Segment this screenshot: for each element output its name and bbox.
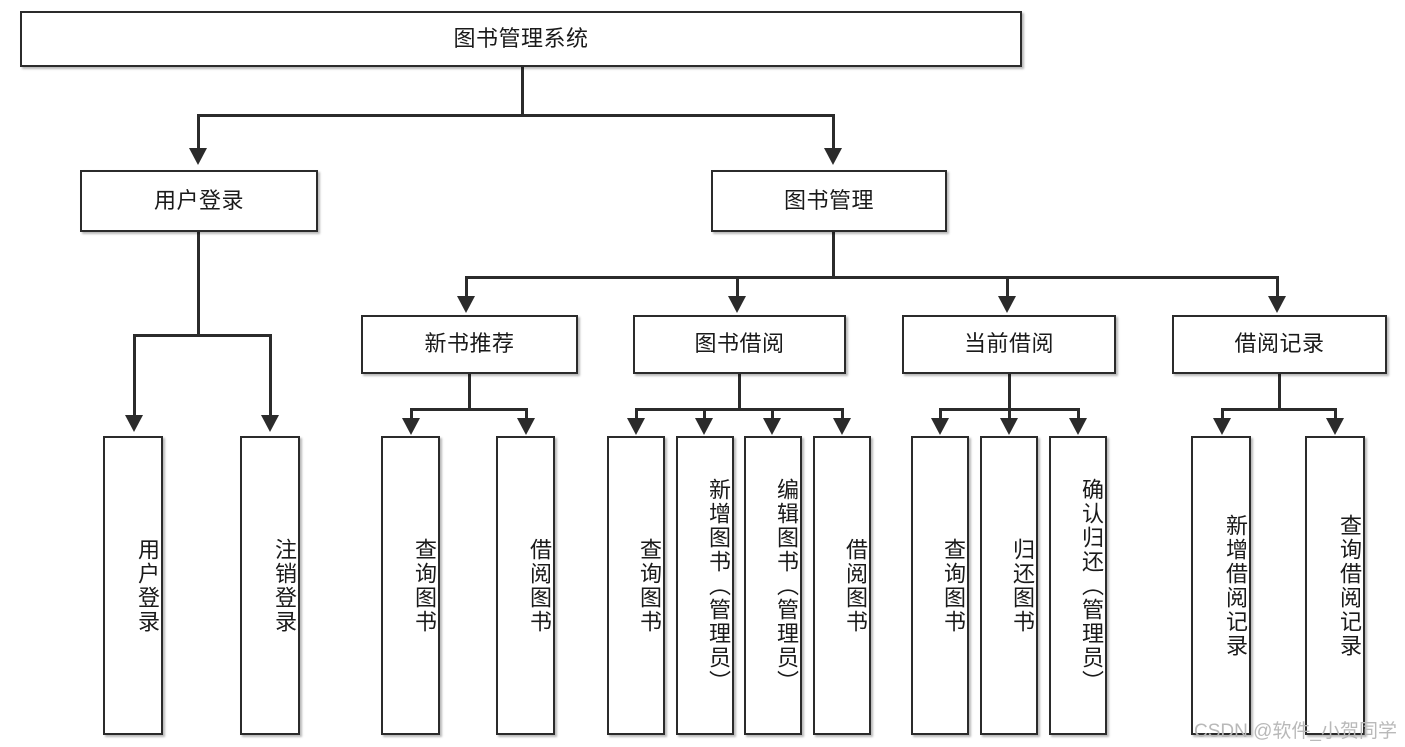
arrowhead-book-manage <box>824 148 842 165</box>
node-leaf-borrow-book-2-label: 借阅图书 <box>843 537 868 634</box>
arrowhead-leaf-user-login <box>125 415 143 432</box>
node-book-borrow[interactable]: 图书借阅 <box>633 315 846 374</box>
arrowhead-leaf-query-book-2 <box>627 418 645 435</box>
arrowhead-leaf-confirm-return <box>1069 418 1087 435</box>
node-leaf-add-book-label: 新增图书（管理员） <box>706 477 731 694</box>
node-leaf-user-login[interactable]: 用户登录 <box>103 436 163 735</box>
node-leaf-user-login-label: 用户登录 <box>135 537 160 634</box>
connector-to-book-borrow <box>736 276 739 298</box>
connector-root-stem <box>521 67 524 116</box>
connector-to-leaf-borrow-book-1 <box>525 408 528 420</box>
node-leaf-return-book-label: 归还图书 <box>1010 537 1035 634</box>
connector-user-login-stem <box>197 232 200 336</box>
connector-to-leaf-query-book-3 <box>939 408 942 420</box>
node-leaf-query-book-2-label: 查询图书 <box>637 537 662 634</box>
node-borrow-record[interactable]: 借阅记录 <box>1172 315 1387 374</box>
connector-borrow-record-bus <box>1222 408 1336 411</box>
arrowhead-leaf-query-record <box>1326 418 1344 435</box>
node-leaf-query-book-1[interactable]: 查询图书 <box>381 436 440 735</box>
arrowhead-current-borrow <box>998 296 1016 313</box>
node-leaf-logout-label: 注销登录 <box>272 537 297 634</box>
node-leaf-query-book-2[interactable]: 查询图书 <box>607 436 665 735</box>
arrowhead-new-book-rec <box>457 296 475 313</box>
connector-new-book-rec-bus <box>411 408 527 411</box>
node-leaf-borrow-book-2[interactable]: 借阅图书 <box>813 436 871 735</box>
arrowhead-leaf-query-book-3 <box>931 418 949 435</box>
node-leaf-add-record[interactable]: 新增借阅记录 <box>1191 436 1251 735</box>
connector-to-leaf-return-book <box>1008 408 1011 420</box>
arrowhead-leaf-logout <box>261 415 279 432</box>
connector-user-login-bus <box>134 334 270 337</box>
arrowhead-leaf-return-book <box>1000 418 1018 435</box>
connector-new-book-rec-stem <box>468 374 471 410</box>
node-leaf-query-book-3[interactable]: 查询图书 <box>911 436 969 735</box>
node-leaf-query-record-label: 查询借阅记录 <box>1337 513 1362 658</box>
node-leaf-query-book-1-label: 查询图书 <box>412 537 437 634</box>
node-leaf-confirm-return-label: 确认归还（管理员） <box>1079 477 1104 694</box>
node-leaf-logout[interactable]: 注销登录 <box>240 436 300 735</box>
connector-to-leaf-query-book-2 <box>635 408 638 420</box>
node-user-login[interactable]: 用户登录 <box>80 170 318 232</box>
node-leaf-add-record-label: 新增借阅记录 <box>1223 513 1248 658</box>
connector-level2-bus <box>466 276 1279 279</box>
connector-to-leaf-confirm-return <box>1077 408 1080 420</box>
node-new-book-recommend[interactable]: 新书推荐 <box>361 315 578 374</box>
connector-level1-bus <box>198 114 835 117</box>
arrowhead-leaf-add-record <box>1213 418 1231 435</box>
arrowhead-user-login <box>189 148 207 165</box>
arrowhead-leaf-query-book-1 <box>402 418 420 435</box>
connector-book-borrow-stem <box>738 374 741 410</box>
connector-borrow-record-stem <box>1278 374 1281 410</box>
connector-to-leaf-add-book <box>703 408 706 420</box>
connector-to-current-borrow <box>1006 276 1009 298</box>
connector-to-borrow-record <box>1276 276 1279 298</box>
node-leaf-confirm-return[interactable]: 确认归还（管理员） <box>1049 436 1107 735</box>
arrowhead-book-borrow <box>728 296 746 313</box>
node-leaf-borrow-book-1[interactable]: 借阅图书 <box>496 436 555 735</box>
node-leaf-borrow-book-1-label: 借阅图书 <box>527 537 552 634</box>
arrowhead-leaf-add-book <box>695 418 713 435</box>
connector-book-borrow-bus <box>636 408 844 411</box>
connector-to-leaf-logout <box>269 334 272 417</box>
connector-to-leaf-query-book-1 <box>410 408 413 420</box>
connector-to-user-login <box>197 114 200 150</box>
node-leaf-query-record[interactable]: 查询借阅记录 <box>1305 436 1365 735</box>
connector-to-leaf-edit-book <box>771 408 774 420</box>
node-book-manage[interactable]: 图书管理 <box>711 170 947 232</box>
connector-to-book-manage <box>832 114 835 150</box>
arrowhead-leaf-edit-book <box>763 418 781 435</box>
node-leaf-query-book-3-label: 查询图书 <box>941 537 966 634</box>
connector-to-leaf-query-record <box>1334 408 1337 420</box>
node-leaf-edit-book[interactable]: 编辑图书（管理员） <box>744 436 802 735</box>
node-leaf-add-book[interactable]: 新增图书（管理员） <box>676 436 734 735</box>
node-root-system[interactable]: 图书管理系统 <box>20 11 1022 67</box>
connector-to-leaf-add-record <box>1221 408 1224 420</box>
node-leaf-edit-book-label: 编辑图书（管理员） <box>774 477 799 694</box>
connector-current-borrow-stem <box>1008 374 1011 410</box>
connector-book-manage-stem <box>832 232 835 278</box>
arrowhead-leaf-borrow-book-1 <box>517 418 535 435</box>
connector-to-leaf-borrow-book-2 <box>841 408 844 420</box>
node-leaf-return-book[interactable]: 归还图书 <box>980 436 1038 735</box>
arrowhead-borrow-record <box>1268 296 1286 313</box>
arrowhead-leaf-borrow-book-2 <box>833 418 851 435</box>
connector-to-new-book-rec <box>465 276 468 298</box>
connector-to-leaf-user-login <box>133 334 136 417</box>
node-current-borrow[interactable]: 当前借阅 <box>902 315 1116 374</box>
